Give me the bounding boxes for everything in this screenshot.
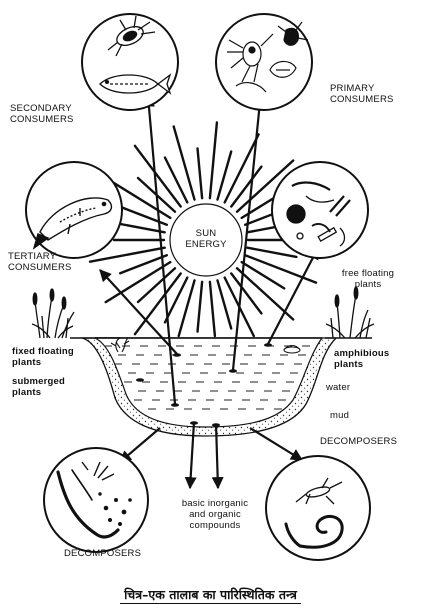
water-ripples (104, 345, 310, 410)
fixed-floating-plants-label: fixed floating plants (12, 346, 74, 368)
sun-ray (172, 125, 196, 201)
sun-ray (118, 253, 169, 275)
phytoplankton-circle (271, 161, 369, 259)
sun-ray (133, 144, 182, 208)
sun-ray (246, 246, 298, 259)
decomposers-left-circle (43, 447, 149, 553)
bacteria-dots-icon (98, 492, 132, 526)
zooplankton-icon (227, 33, 297, 83)
sun-ray (235, 159, 295, 213)
caption-underline (120, 603, 301, 604)
worm-icon (56, 469, 120, 539)
secondary-consumers-label: SECONDARY CONSUMERS (10, 103, 74, 125)
secondary-consumers-circle (81, 13, 179, 111)
sun-ray (235, 267, 295, 321)
sun-ray (177, 279, 196, 338)
sun (169, 203, 243, 277)
tertiary-consumers-circle (25, 161, 123, 259)
sun-ray (223, 133, 260, 204)
primary-consumers-label: PRIMARY CONSUMERS (330, 83, 394, 105)
decomposers-left-label: DECOMPOSERS (64, 548, 142, 559)
submerged-plant (110, 337, 130, 353)
tertiary-consumers-label: TERTIARY CONSUMERS (8, 251, 72, 273)
algae-icon (286, 181, 351, 247)
sun-ray (230, 165, 263, 208)
amphibious-plants-label: amphibious plants (334, 348, 390, 370)
large-fish-icon (32, 197, 113, 250)
submerged-plants-label: submerged plants (12, 376, 66, 398)
arrow-origin-marks (136, 343, 272, 427)
sun-energy-label: SUN ENERGY (185, 228, 227, 250)
water-body (94, 337, 324, 428)
basic-compounds-label: basic inorganic and organic compounds (181, 498, 249, 531)
coiled-worm-icon (284, 514, 344, 549)
sun-ray (243, 253, 318, 284)
sun-ray (208, 121, 219, 200)
sun-ray (216, 279, 233, 330)
reeds-right (325, 286, 375, 339)
sun-ray (163, 156, 189, 204)
sun-ray (136, 267, 177, 304)
sun-ray (163, 276, 189, 324)
sun-ray (133, 272, 182, 336)
figure-caption: चित्र–एक तालाब का पारिस्थितिक तन्त्र (124, 587, 297, 602)
decomposers-right-circle (265, 455, 371, 561)
floating-leaf (283, 345, 301, 354)
sun-ray (208, 280, 217, 338)
water-label: water (326, 382, 351, 393)
sun-ray (196, 147, 204, 200)
water-beetle-icon (107, 15, 156, 57)
sun-ray (216, 150, 233, 201)
fungi-icon (81, 461, 115, 481)
sun-rays (88, 121, 326, 338)
reeds-left (31, 288, 75, 339)
fish-icon (99, 73, 172, 95)
free-floating-plants-label: free floating plants (341, 268, 395, 290)
decomposers-right-label: DECOMPOSERS (320, 436, 398, 447)
pond (70, 337, 372, 437)
sun-ray (230, 272, 263, 315)
sun-ray (196, 280, 204, 333)
mud-label: mud (330, 410, 350, 421)
sun-ray (88, 246, 166, 263)
insect-larva-icon (235, 21, 309, 93)
sun-ray (104, 260, 172, 304)
larva-icon (295, 477, 343, 505)
sun-ray (240, 260, 286, 290)
primary-consumers-circle (215, 13, 313, 111)
sun-ray (104, 176, 172, 220)
energy-flow-arrows (99, 80, 319, 490)
